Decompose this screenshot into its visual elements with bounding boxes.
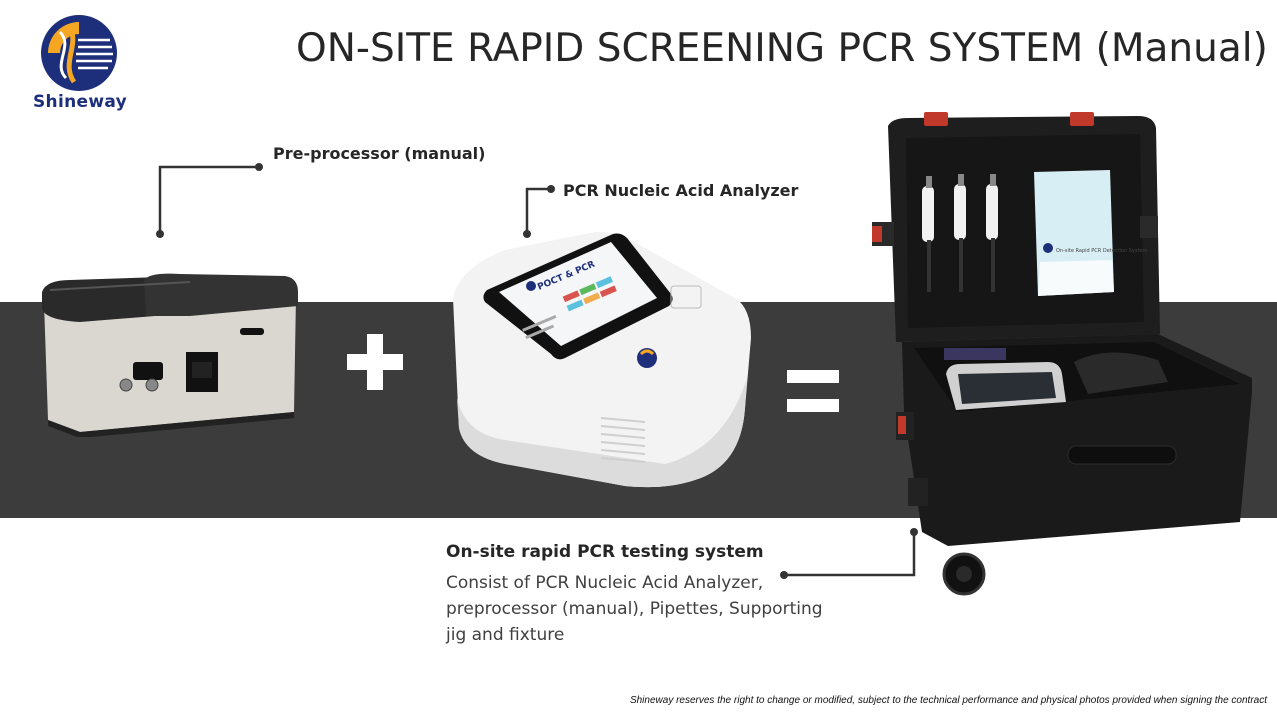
equals-sign — [787, 370, 839, 412]
pcr-system-case: On-site Rapid PCR Detection System — [868, 112, 1256, 600]
manual-cover-text: On-site Rapid PCR Detection System — [1056, 248, 1148, 254]
preprocessor-label: Pre-processor (manual) — [273, 144, 486, 163]
brand-name: Shineway — [33, 92, 127, 112]
preprocessor-device — [40, 272, 302, 438]
plus-sign — [347, 334, 403, 390]
shineway-logo — [38, 12, 120, 94]
page-title: ON-SITE RAPID SCREENING PCR SYSTEM (Manu… — [296, 26, 1268, 71]
system-description: Consist of PCR Nucleic Acid Analyzer, pr… — [446, 573, 823, 645]
system-title: On-site rapid PCR testing system — [446, 542, 764, 562]
pcr-analyzer-device: POCT & PCR — [445, 228, 757, 490]
footer-disclaimer: Shineway reserves the right to change or… — [629, 695, 1267, 706]
analyzer-label: PCR Nucleic Acid Analyzer — [563, 181, 799, 200]
